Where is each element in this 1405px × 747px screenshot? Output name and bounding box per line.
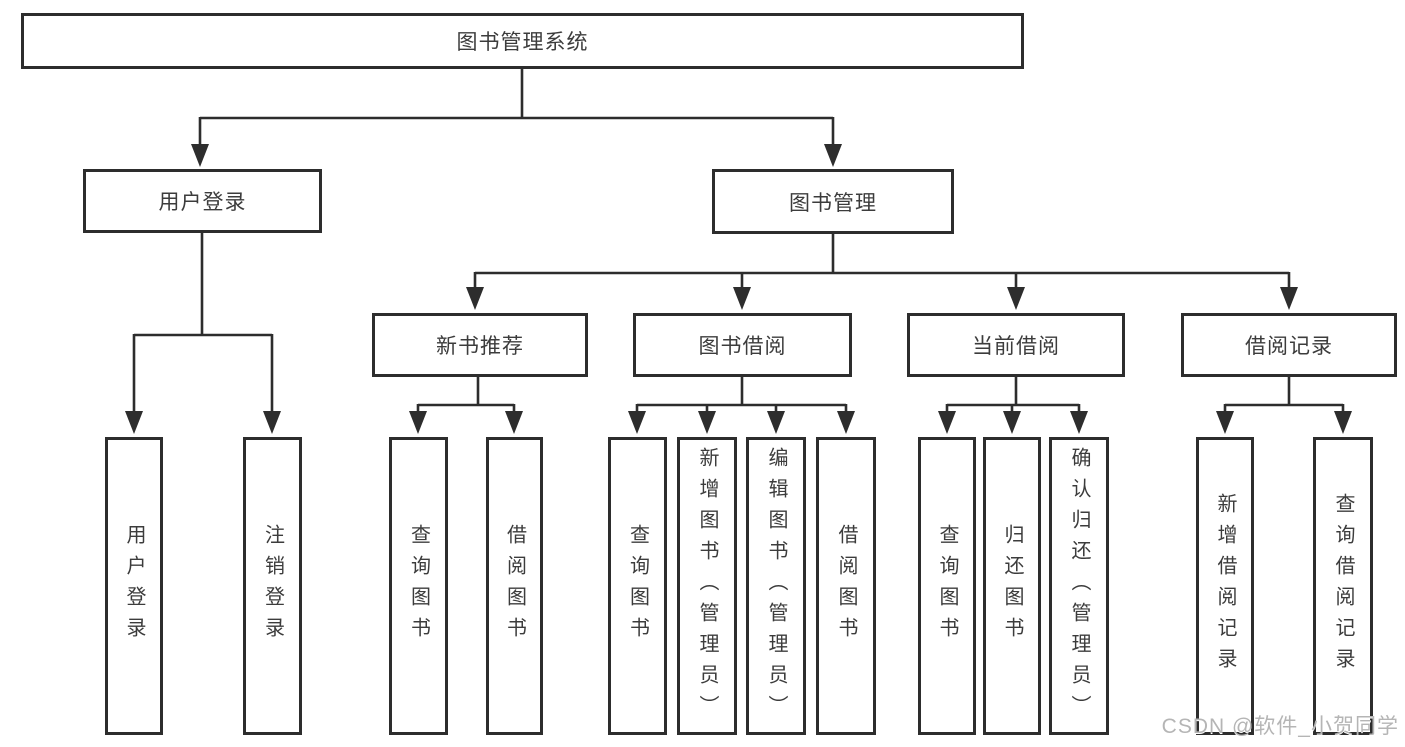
leaf-query-borrow-record: 查询借阅记录 <box>1313 437 1373 735</box>
node-book-management: 图书管理 <box>712 169 954 234</box>
node-label: 图书管理 <box>789 191 877 215</box>
node-user-login: 用户登录 <box>83 169 322 233</box>
leaf-label: 用户登录 <box>123 524 145 648</box>
node-book-borrow: 图书借阅 <box>633 313 852 377</box>
leaf-borrow-book-recommend: 借阅图书 <box>486 437 543 735</box>
leaf-borrow-book: 借阅图书 <box>816 437 876 735</box>
leaf-label: 借阅图书 <box>503 524 526 648</box>
node-label: 当前借阅 <box>972 335 1060 358</box>
leaf-label: 新增图书（管理员） <box>696 446 718 726</box>
leaf-user-login: 用户登录 <box>105 437 163 735</box>
leaf-label: 新增借阅记录 <box>1214 493 1236 679</box>
node-label: 借阅记录 <box>1245 335 1333 358</box>
node-root: 图书管理系统 <box>21 13 1024 69</box>
leaf-label: 查询借阅记录 <box>1332 493 1354 679</box>
node-label: 新书推荐 <box>436 335 524 358</box>
node-current-borrow: 当前借阅 <box>907 313 1125 377</box>
leaf-query-book-recommend: 查询图书 <box>389 437 448 735</box>
leaf-query-book-borrow: 查询图书 <box>608 437 667 735</box>
node-label: 用户登录 <box>158 191 247 214</box>
csdn-watermark: CSDN @软件_小贺同学 <box>1161 715 1399 738</box>
leaf-query-book-current: 查询图书 <box>918 437 976 735</box>
leaf-confirm-return-admin: 确认归还（管理员） <box>1049 437 1109 735</box>
leaf-label: 查询图书 <box>626 524 649 648</box>
leaf-edit-book-admin: 编辑图书（管理员） <box>746 437 806 735</box>
leaf-label: 编辑图书（管理员） <box>765 446 787 726</box>
leaf-label: 借阅图书 <box>835 524 857 648</box>
leaf-label: 查询图书 <box>936 524 958 648</box>
leaf-label: 归还图书 <box>1001 524 1023 648</box>
node-new-book-recommend: 新书推荐 <box>372 313 588 377</box>
leaf-label: 确认归还（管理员） <box>1068 446 1090 726</box>
leaf-logout: 注销登录 <box>243 437 302 735</box>
leaf-label: 注销登录 <box>261 524 284 648</box>
leaf-label: 查询图书 <box>407 524 430 648</box>
leaf-add-borrow-record: 新增借阅记录 <box>1196 437 1254 735</box>
node-borrow-records: 借阅记录 <box>1181 313 1397 377</box>
leaf-add-book-admin: 新增图书（管理员） <box>677 437 737 735</box>
node-label: 图书借阅 <box>698 335 787 358</box>
leaf-return-book: 归还图书 <box>983 437 1041 735</box>
node-root-label: 图书管理系统 <box>456 31 589 54</box>
